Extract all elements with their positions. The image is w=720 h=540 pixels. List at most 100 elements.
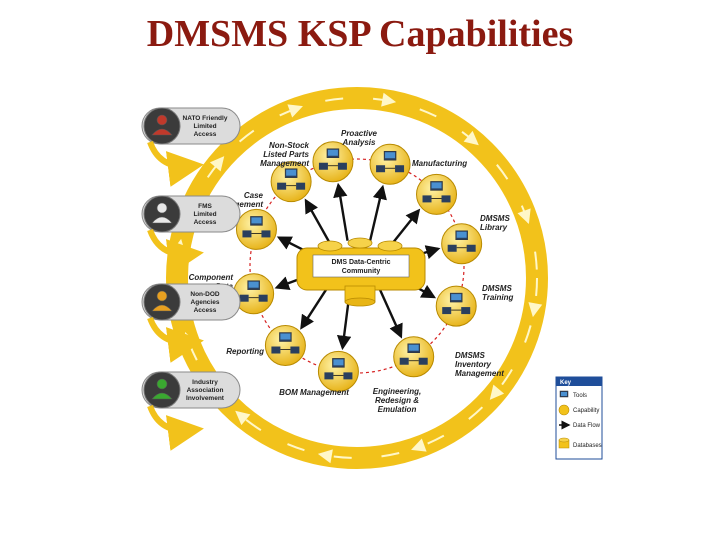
capability-node: [441, 223, 483, 265]
data-flow-arrow: [333, 182, 349, 241]
tools-icon: [399, 343, 428, 365]
tools-icon: [242, 216, 271, 238]
access-group-label: Access: [194, 219, 217, 226]
database-icon: [558, 437, 570, 449]
ring-arrow-icon: [209, 156, 225, 172]
capability-label: Analysis: [342, 138, 376, 147]
capability-label: Redesign &: [375, 396, 419, 405]
access-group-label: Access: [194, 131, 217, 138]
capability-label: DMSMS: [455, 351, 485, 360]
access-group-label: Access: [194, 307, 217, 314]
person-icon: [151, 378, 173, 400]
access-flow-arrow: [147, 316, 204, 363]
capability-node: [317, 350, 359, 392]
capability-node: [435, 285, 477, 327]
tools-icon: [271, 332, 300, 354]
center-label-line1: DMS Data-Centric: [331, 259, 390, 266]
access-group-label: Non-DOD: [190, 291, 220, 298]
outer-ring: [166, 87, 548, 469]
ring-arrow-icon: [489, 384, 505, 400]
page-title: DMSMS KSP Capabilities: [146, 13, 574, 55]
tools-icon: [324, 358, 353, 380]
ring-arrow-icon: [411, 438, 427, 452]
capability-label: Reporting: [226, 347, 264, 356]
capability-label: Emulation: [378, 405, 417, 414]
access-groups: NATO FriendlyLimitedAccessFMSLimitedAcce…: [141, 107, 241, 451]
capability-label: Management: [260, 159, 309, 168]
key-item-tools: Tools: [573, 393, 587, 399]
capability-node: [233, 273, 275, 315]
capability-label: Inventory: [455, 360, 492, 369]
ring-arrow-icon: [235, 410, 251, 426]
capability-label: DMSMS: [482, 284, 512, 293]
center-label-line2: Community: [342, 268, 381, 275]
capability-label: Training: [482, 293, 514, 302]
capability-icon: [558, 404, 570, 416]
capability-node: [416, 173, 458, 215]
ring-arrow-icon: [381, 92, 397, 107]
capability-label: Management: [214, 200, 263, 209]
capability-labels: ProactiveAnalysisManufacturingDMSMSLibra…: [189, 129, 514, 414]
access-group-label: Association: [187, 387, 224, 394]
capability-label: DMSMS: [480, 214, 510, 223]
capability-label: Engineering,: [373, 387, 421, 396]
data-flow-arrow: [300, 284, 330, 330]
capability-node: [264, 325, 306, 367]
person-icon: [151, 114, 173, 136]
center-database: DMS Data-Centric Community: [296, 237, 426, 307]
capability-label: Library: [480, 223, 508, 232]
access-flow-arrow: [147, 404, 204, 451]
capability-label: Non-Stock: [269, 141, 310, 150]
capability-label: Listed Parts: [263, 150, 309, 159]
capability-nodes: [233, 141, 483, 392]
access-group-label: Agencies: [191, 299, 220, 306]
key-legend: Key Tools Capability Data Flow Databases: [555, 376, 603, 460]
key-title: Key: [560, 380, 572, 386]
access-flow-arrow: [147, 140, 204, 187]
tools-icon: [376, 150, 405, 173]
tools-icon: [422, 181, 451, 203]
ring-arrow-icon: [517, 208, 531, 224]
key-item-capability: Capability: [573, 408, 599, 414]
capability-node: [270, 161, 312, 203]
ring-arrow-icon: [463, 130, 479, 146]
capability-node: [312, 141, 354, 183]
tools-icon: [239, 280, 268, 302]
ring-arrow-icon: [287, 104, 303, 118]
capability-label: Manufacturing: [412, 159, 467, 168]
data-flow-arrow: [378, 287, 403, 339]
access-group-label: Involvement: [186, 395, 225, 402]
ring-arrow-icon: [317, 449, 333, 464]
data-flow-arrow: [368, 184, 387, 242]
tools-icon: [447, 230, 476, 252]
access-group-label: Limited: [193, 211, 216, 218]
capability-label: BOM Management: [279, 388, 349, 397]
ring-arrow-icon: [528, 302, 543, 318]
capability-node: [393, 336, 435, 378]
data-flow-arrow: [304, 198, 333, 247]
key-item-data-flow: Data Flow: [573, 423, 601, 429]
key-item-databases: Databases: [573, 443, 602, 449]
person-icon: [151, 290, 173, 312]
capability-label: Management: [455, 369, 504, 378]
person-icon: [151, 202, 173, 224]
tools-icon: [559, 390, 569, 398]
tools-icon: [318, 148, 347, 170]
tools-icon: [442, 292, 471, 315]
access-group-label: Limited: [193, 123, 216, 130]
capability-label: Case: [244, 191, 264, 200]
access-group-label: Industry: [192, 379, 218, 386]
access-flow-arrow: [147, 228, 204, 275]
access-group-label: NATO Friendly: [183, 115, 228, 122]
capability-label: Component: [189, 273, 234, 282]
access-group-label: FMS: [198, 203, 212, 210]
tools-icon: [277, 168, 306, 190]
capability-node: [369, 143, 411, 185]
capability-label: Proactive: [341, 129, 378, 138]
capability-link-ring: [249, 158, 465, 374]
